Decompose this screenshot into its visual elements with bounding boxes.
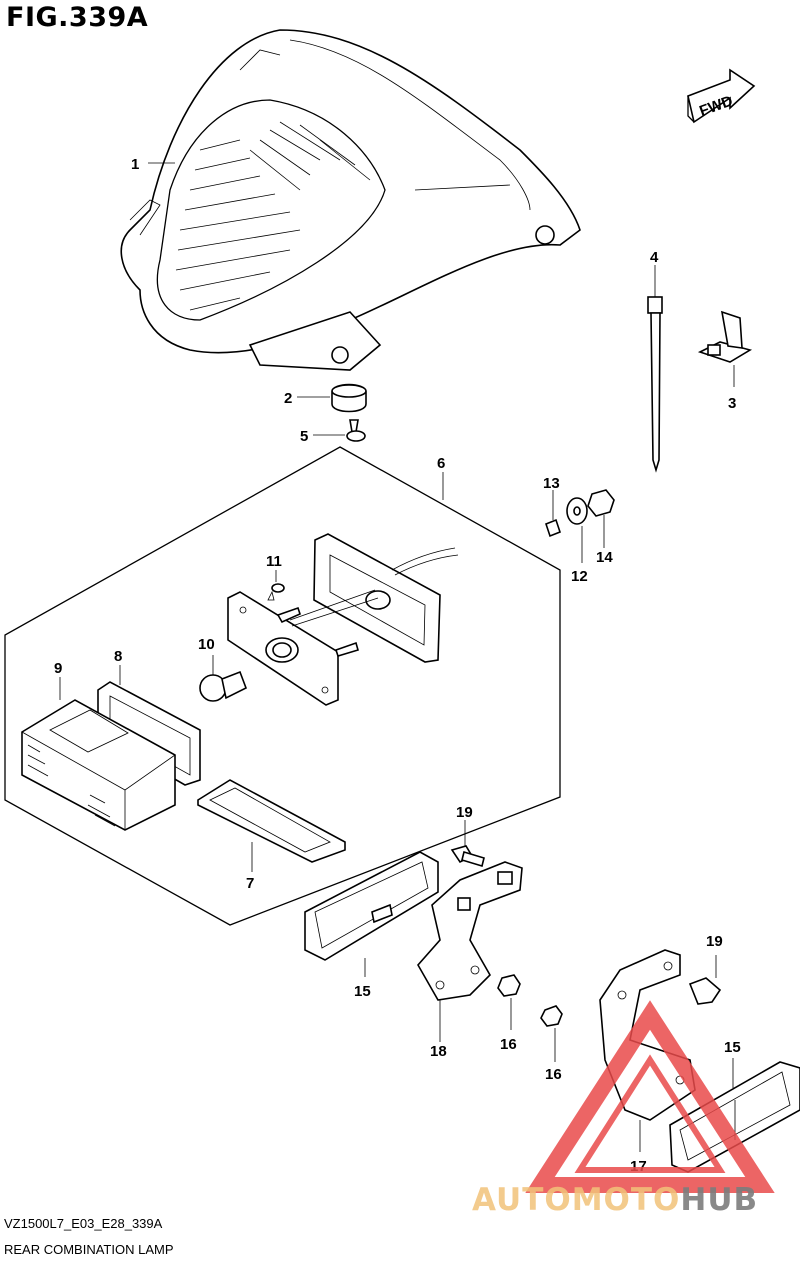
callout-10: 10 <box>198 636 215 653</box>
callout-9: 9 <box>54 660 62 677</box>
watermark-logo <box>525 1000 775 1193</box>
figure-title: FIG.339A <box>6 2 149 33</box>
assembly-outline <box>4 446 561 926</box>
callout-16-right: 16 <box>545 1066 562 1083</box>
callout-1: 1 <box>131 156 139 173</box>
nut-washer-stack <box>545 489 615 538</box>
callout-15-left: 15 <box>354 983 371 1000</box>
callout-6: 6 <box>437 455 445 472</box>
wire-clip <box>697 310 753 363</box>
callout-11: 11 <box>266 553 282 570</box>
callout-19-upper: 19 <box>456 804 473 821</box>
fwd-arrow-icon: FWD <box>687 68 756 124</box>
cable-tie <box>647 296 663 473</box>
nut-left <box>497 974 521 997</box>
callout-5: 5 <box>300 428 308 445</box>
reflector-bracket-left <box>417 861 523 1001</box>
lamp-base-plate <box>313 533 459 663</box>
reflector-bracket-right <box>599 949 696 1121</box>
lamp-lens <box>21 699 176 831</box>
callout-12: 12 <box>571 568 588 585</box>
callout-labels: 1 2 3 4 5 6 7 8 9 10 11 12 13 14 15 15 1… <box>54 156 741 1175</box>
callout-2: 2 <box>284 390 292 407</box>
document-code: VZ1500L7_E03_E28_339A <box>4 1216 163 1231</box>
callout-15-right: 15 <box>724 1039 741 1056</box>
callout-3: 3 <box>728 395 736 412</box>
watermark-brand-part2: HUB <box>680 1182 759 1218</box>
callout-14: 14 <box>596 549 613 566</box>
callout-16-left: 16 <box>500 1036 517 1053</box>
callout-8: 8 <box>114 648 122 665</box>
callout-19-lower: 19 <box>706 933 723 950</box>
bulb-socket <box>227 589 379 706</box>
bolt-lower <box>688 977 722 1005</box>
tail-lamp-housing <box>120 29 581 371</box>
bulb <box>199 670 248 702</box>
callout-7: 7 <box>246 875 254 892</box>
watermark-brand-part1: AUTOMOTO <box>472 1182 681 1218</box>
watermark-brand: AUTOMOTOHUB <box>472 1182 758 1218</box>
callout-13: 13 <box>543 475 560 492</box>
grommet <box>331 383 367 413</box>
figure-caption: REAR COMBINATION LAMP <box>4 1242 174 1257</box>
screw <box>346 419 366 442</box>
callout-4: 4 <box>650 249 659 266</box>
license-plate-lens <box>197 779 346 863</box>
callout-18: 18 <box>430 1043 447 1060</box>
reflector-left <box>304 851 439 961</box>
bolt-upper <box>450 845 485 868</box>
nut-right <box>540 1005 563 1027</box>
small-screw <box>267 583 285 601</box>
leader-lines <box>59 162 735 1152</box>
